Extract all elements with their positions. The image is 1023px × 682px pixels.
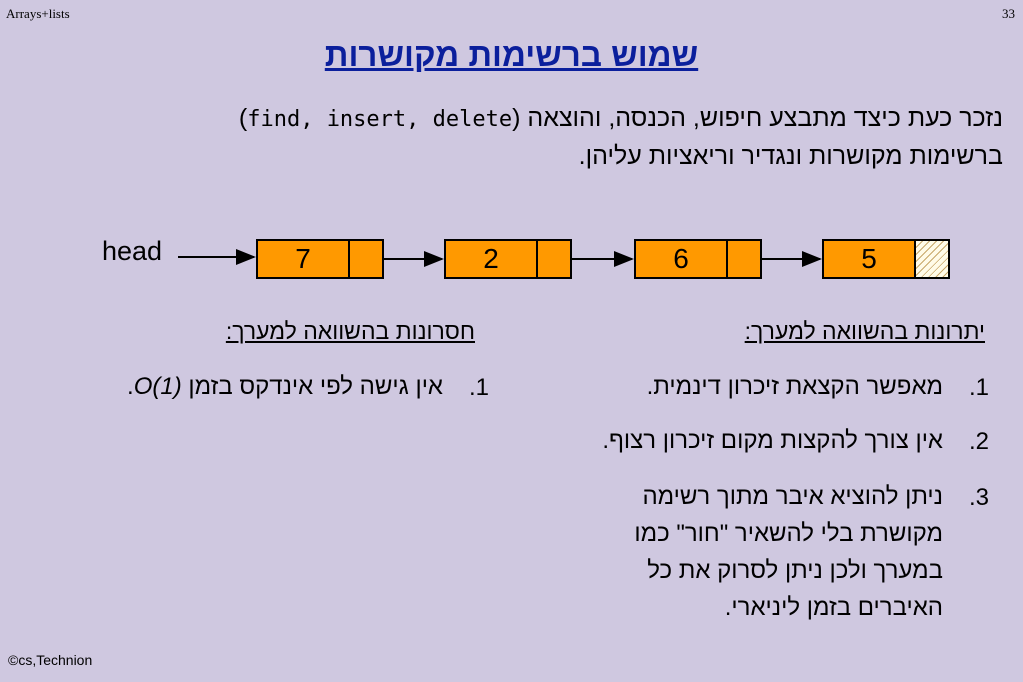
node-pointer: [728, 241, 760, 277]
adv-item-3-line: ניתן להוציא איבר מתוך רשימה: [642, 483, 943, 510]
intro-close-paren: ): [238, 104, 248, 132]
node-value: 5: [824, 241, 916, 277]
dis-item-1-text: אין גישה לפי אינדקס בזמן: [181, 373, 443, 400]
footer-copyright: ©cs,Technion: [8, 652, 93, 668]
null-pointer: [916, 241, 948, 277]
disadvantages-heading: חסרונות בהשוואה למערך:: [225, 318, 475, 344]
adv-item-3-line: מקושרת בלי להשאיר "חור" כמו: [634, 520, 943, 547]
adv-num-3: 3.: [968, 484, 989, 511]
node-pointer: [538, 241, 570, 277]
adv-item-1: מאפשר הקצאת זיכרון דינמית.: [646, 373, 943, 400]
intro-line-1-text: נזכר כעת כיצד מתבצע חיפוש, הכנסה, והוצאה…: [512, 104, 1003, 132]
adv-item-3-line: האיברים בזמן ליניארי.: [724, 594, 943, 621]
head-label: head: [102, 236, 163, 266]
intro-operations: find, insert, delete: [247, 107, 513, 132]
dis-item-1: אין גישה לפי אינדקס בזמן O(1).: [127, 368, 443, 405]
node-value: 7: [258, 241, 350, 277]
node-value: 6: [636, 241, 728, 277]
page-number: 33: [1002, 6, 1015, 21]
node-value: 2: [446, 241, 538, 277]
adv-num-2: 2.: [968, 428, 989, 455]
intro-line-2: ברשימות מקושרות ונגדיר וריאציות עליהן.: [578, 142, 1003, 170]
adv-item-2: אין צורך להקצות מקום זיכרון רצוף.: [602, 427, 943, 454]
adv-item-3: ניתן להוציא איבר מתוך רשימה מקושרת בלי ל…: [634, 478, 943, 626]
dis-item-1-tail: .: [127, 373, 134, 400]
adv-item-3-line: במערך ולכן ניתן לסרוק את כל: [647, 557, 943, 584]
slide-title: שמוש ברשימות מקושרות: [324, 36, 699, 73]
adv-num-1: 1.: [968, 374, 989, 401]
dis-num-1: 1.: [468, 374, 489, 401]
complexity: O(1): [133, 373, 182, 400]
list-node-3: 6: [634, 239, 762, 279]
list-node-1: 7: [256, 239, 384, 279]
intro-line-1: נזכר כעת כיצד מתבצע חיפוש, הכנסה, והוצאה…: [103, 100, 1003, 138]
course-label: Arrays+lists: [6, 6, 70, 21]
node-pointer: [350, 241, 382, 277]
advantages-heading: יתרונות בהשוואה למערך:: [744, 318, 985, 344]
list-node-2: 2: [444, 239, 572, 279]
intro-paragraph: נזכר כעת כיצד מתבצע חיפוש, הכנסה, והוצאה…: [103, 100, 1003, 175]
list-node-4: 5: [822, 239, 950, 279]
